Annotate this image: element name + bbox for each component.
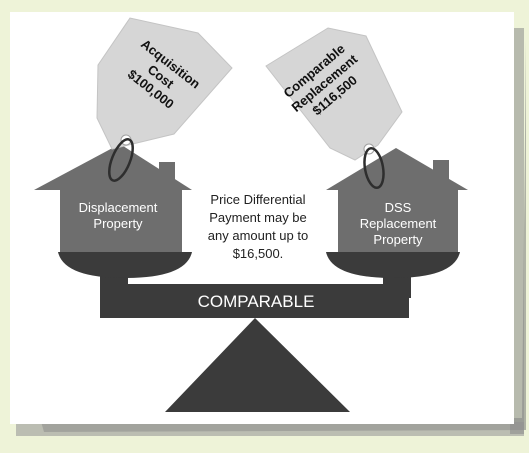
- scale-beam: [100, 284, 409, 318]
- dss-property-label-line2: Replacement: [360, 216, 437, 231]
- price-differential-line1: Price Differential: [210, 192, 305, 207]
- price-differential-line3: any amount up to: [208, 228, 308, 243]
- right-tag-string: [363, 146, 385, 190]
- fulcrum-triangle: [165, 318, 350, 412]
- price-differential-line4: $16,500.: [233, 246, 284, 261]
- displacement-property-label-line2: Property: [93, 216, 143, 231]
- dss-property-label-line3: Property: [373, 232, 423, 247]
- dss-replacement-property-house: [326, 148, 468, 252]
- price-differential-line2: Payment may be: [209, 210, 307, 225]
- beam-label: COMPARABLE: [198, 292, 315, 311]
- displacement-property-label-line1: Displacement: [79, 200, 158, 215]
- comparable-replacement-tag: Comparable Replacement $116,500: [265, 27, 403, 190]
- acquisition-cost-tag: Acquisition Cost $100,000: [96, 17, 233, 182]
- displacement-property-house: [34, 144, 192, 252]
- left-tag-string: [108, 138, 134, 182]
- left-scale-bowl: [58, 252, 192, 278]
- right-scale-bowl: [326, 252, 460, 278]
- dss-property-label-line1: DSS: [385, 200, 412, 215]
